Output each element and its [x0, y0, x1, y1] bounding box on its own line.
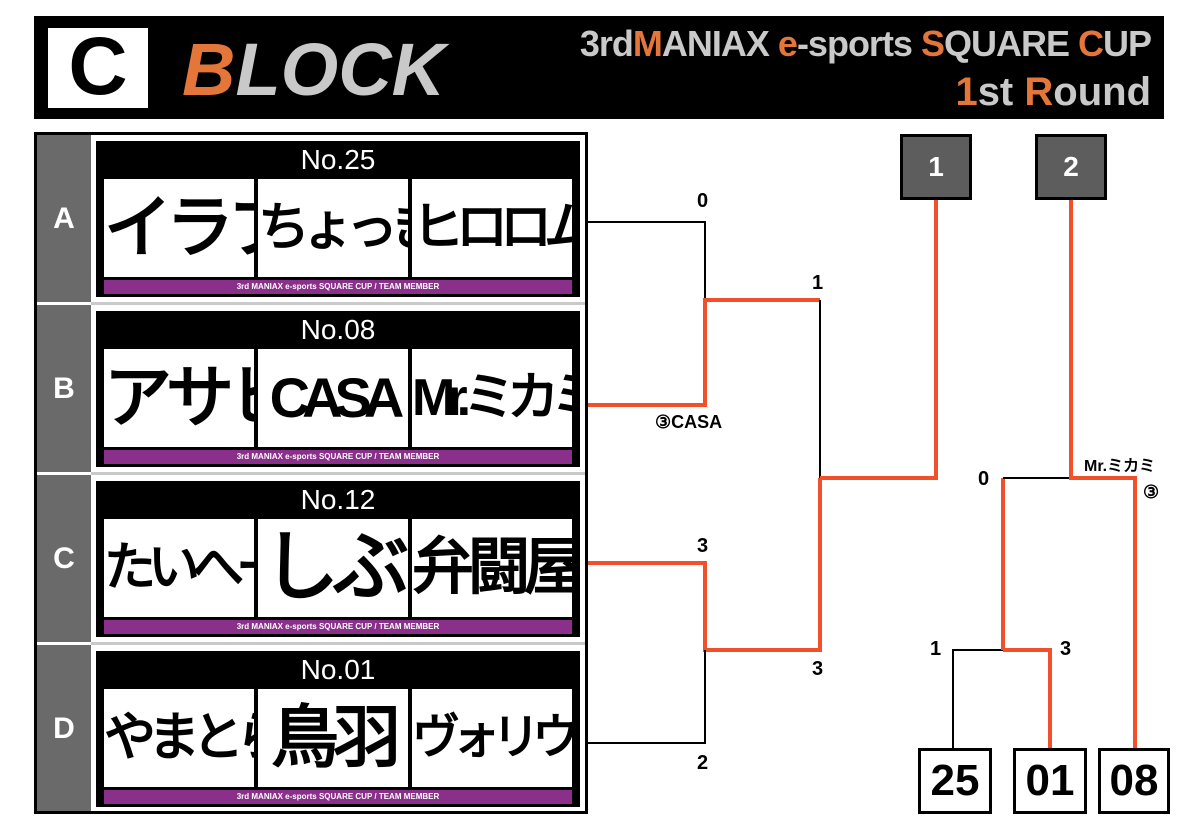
cup-part: M — [632, 23, 663, 64]
team-card-d: No.01 やまとら 鳥羽 ヴォリウム 3rd MANIAX e-sports … — [96, 651, 580, 807]
score-c: 3 — [697, 535, 709, 557]
score-semi-top: 1 — [812, 272, 824, 294]
row-letter-a: A — [53, 202, 75, 235]
team-card-c: No.12 たいへー しぶ 弁闘屋 3rd MANIAX e-sports SQ… — [96, 481, 580, 637]
block-word-rest: LOCK — [235, 28, 446, 111]
team-member: たいへー — [104, 519, 254, 617]
team-member: イラブ — [104, 179, 254, 277]
bracket-line-lose — [588, 221, 706, 300]
cup-part: 3rd — [579, 23, 634, 64]
team-member: 弁闘屋 — [412, 519, 572, 617]
team-card-a: No.25 イラブ ちょっきん ヒロロムラ 3rd MANIAX e-sport… — [96, 141, 580, 297]
seed-box-01: 01 — [1013, 748, 1087, 814]
cup-part: e — [777, 23, 798, 64]
score-final-left: 0 — [978, 468, 990, 490]
team-member: 鳥羽 — [258, 689, 408, 787]
seed-box-08: 08 — [1098, 748, 1170, 814]
title-banner — [164, 16, 1164, 119]
score-semi-bottom: 3 — [812, 658, 824, 680]
cup-part: ANIAX — [661, 23, 778, 64]
bracket-line-win — [588, 478, 822, 652]
bracket-line-win — [1069, 200, 1137, 748]
team-member: アサヒ — [104, 349, 254, 447]
block-letter: C — [68, 21, 128, 112]
cup-title: 3rdMANIAX e-sports SQUARE CUP — [579, 23, 1152, 64]
score-a: 0 — [697, 190, 709, 212]
cup-part: UP — [1102, 23, 1152, 64]
round-title: 1st Round — [955, 70, 1151, 114]
team-member: ちょっきん — [258, 179, 408, 277]
bracket-line-win — [588, 298, 820, 407]
team-number: No.08 — [300, 314, 376, 345]
row-divider — [91, 472, 585, 475]
row-divider — [37, 302, 91, 305]
winner-label-casa: ③CASA — [655, 412, 723, 432]
bracket-line-win — [820, 200, 938, 480]
bracket-line-lose — [588, 650, 706, 744]
cup-part: -sports — [796, 23, 921, 64]
team-member: しぶ — [258, 519, 408, 617]
team-member: やまとら — [104, 689, 254, 787]
cup-part: QUARE — [943, 23, 1078, 64]
team-strip: 3rd MANIAX e-sports SQUARE CUP / TEAM ME… — [104, 280, 572, 294]
block-letter-bg — [48, 28, 148, 108]
bracket-line-lose — [952, 649, 1003, 748]
team-member: CASA — [258, 349, 408, 447]
score-semi2-left: 1 — [930, 638, 942, 660]
cup-part: C — [1077, 23, 1104, 64]
rank-box-1: 1 — [900, 134, 972, 200]
row-letter-b: B — [53, 372, 75, 405]
row-divider — [91, 302, 585, 305]
score-semi2-right: 3 — [1060, 638, 1072, 660]
team-number: No.01 — [300, 654, 376, 685]
row-divider — [37, 642, 91, 645]
round-part: ound — [1053, 70, 1151, 114]
winner-label-final: Mr.ミカミ — [1084, 458, 1156, 475]
team-strip: 3rd MANIAX e-sports SQUARE CUP / TEAM ME… — [104, 450, 572, 464]
row-letter-c: C — [53, 542, 75, 575]
winner-seed-final: ③ — [1143, 482, 1160, 502]
team-member: Mr.ミカミ — [412, 349, 572, 447]
team-strip: 3rd MANIAX e-sports SQUARE CUP / TEAM ME… — [104, 620, 572, 634]
team-number: No.25 — [300, 144, 376, 175]
team-member: ヒロロムラ — [412, 179, 572, 277]
block-word: BLOCK — [182, 28, 445, 112]
team-member: ヴォリウム — [412, 689, 572, 787]
row-letter-d: D — [53, 712, 75, 745]
rank-box-2: 2 — [1035, 134, 1107, 200]
cup-part: S — [920, 23, 945, 64]
row-divider — [91, 642, 585, 645]
block-word-first: B — [182, 28, 236, 111]
team-number: No.12 — [300, 484, 376, 515]
bracket-line-win — [1003, 648, 1052, 748]
team-card-b: No.08 アサヒ CASA Mr.ミカミ 3rd MANIAX e-sport… — [96, 311, 580, 467]
team-strip: 3rd MANIAX e-sports SQUARE CUP / TEAM ME… — [104, 790, 572, 804]
score-d: 2 — [697, 752, 709, 774]
row-divider — [37, 472, 91, 475]
round-part: R — [1024, 70, 1054, 114]
round-part: 1 — [955, 70, 978, 114]
seed-box-25: 25 — [918, 748, 992, 814]
round-part: st — [977, 70, 1025, 114]
